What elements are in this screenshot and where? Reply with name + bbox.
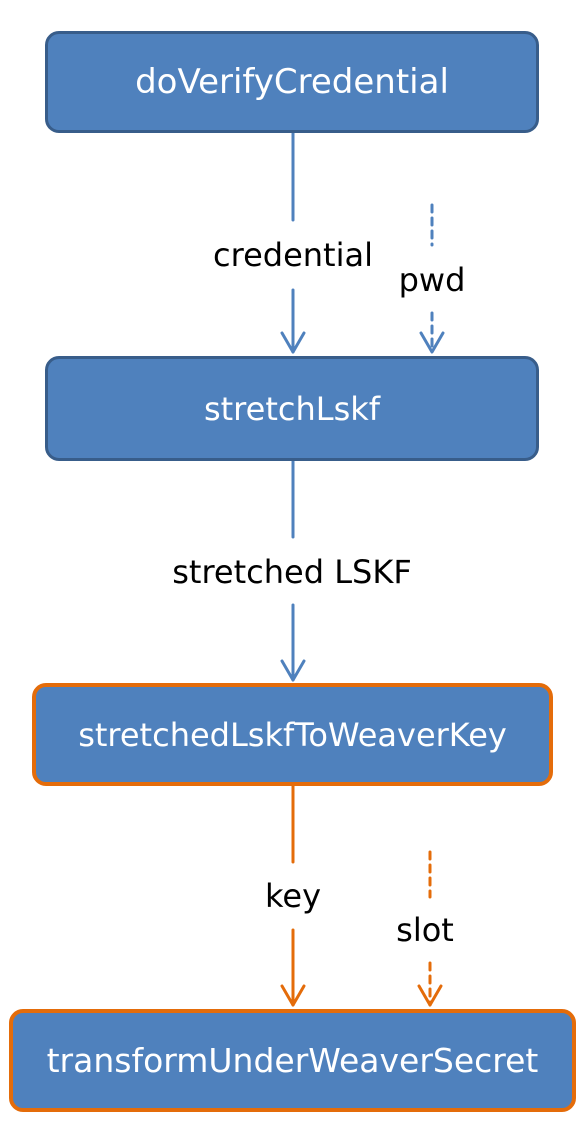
edge-credential-arrow bbox=[280, 131, 306, 354]
edge-stretched-lskf-arrow bbox=[280, 459, 306, 682]
edge-key-arrow bbox=[280, 784, 306, 1007]
node-stretch-lskf: stretchLskf bbox=[45, 356, 539, 461]
node-stretched-lskf-to-weaver-key: stretchedLskfToWeaverKey bbox=[32, 683, 553, 786]
edge-label-credential: credential bbox=[213, 236, 373, 274]
node-do-verify-credential: doVerifyCredential bbox=[45, 31, 539, 133]
node-label: stretchedLskfToWeaverKey bbox=[78, 715, 507, 754]
edge-pwd-arrow bbox=[419, 203, 445, 354]
edge-slot-arrow bbox=[417, 850, 443, 1007]
node-label: stretchLskf bbox=[203, 389, 381, 428]
node-label: doVerifyCredential bbox=[135, 62, 449, 102]
node-label: transformUnderWeaverSecret bbox=[46, 1041, 539, 1080]
edge-label-stretched-lskf: stretched LSKF bbox=[172, 553, 412, 591]
edge-label-pwd: pwd bbox=[398, 261, 466, 299]
node-transform-under-weaver-secret: transformUnderWeaverSecret bbox=[9, 1009, 576, 1112]
edge-label-key: key bbox=[264, 877, 322, 915]
edge-label-slot: slot bbox=[396, 911, 454, 949]
